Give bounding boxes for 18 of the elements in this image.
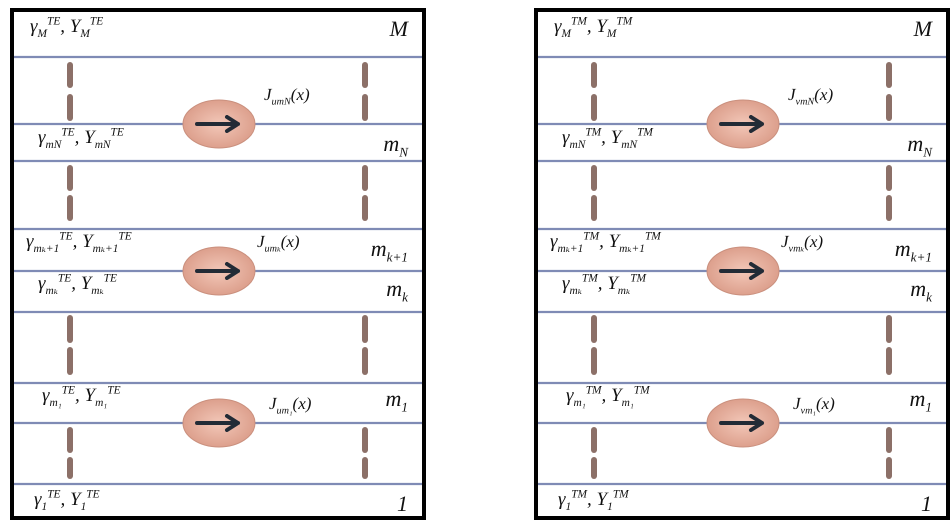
current-label: J$_{vmₖ}$(x): [781, 233, 824, 250]
mode-index-label: m$_{k}$: [910, 278, 932, 300]
mode-index-label: M: [390, 18, 408, 40]
current-label: J$_{umN}$(x): [264, 86, 310, 103]
mode-index-label: m$_{N}$: [907, 133, 932, 155]
current-label: J$_{vmN}$(x): [788, 86, 834, 103]
mode-index-label: m$_{N}$: [383, 133, 408, 155]
mode-index-label: m$_{k}$: [386, 278, 408, 300]
mode-index-label: 1: [921, 493, 932, 515]
panel-frame: [534, 8, 950, 520]
mode-index-label: M: [914, 18, 932, 40]
mode-index-label: m$_{1}$: [910, 388, 932, 410]
panel-frame: [10, 8, 426, 520]
mode-index-label: 1: [397, 493, 408, 515]
current-label: J$_{umₖ}$(x): [257, 233, 300, 250]
mode-index-label: m$_{k+1}$: [894, 238, 932, 260]
mode-index-label: m$_{1}$: [386, 388, 408, 410]
mode-index-label: m$_{k+1}$: [370, 238, 408, 260]
